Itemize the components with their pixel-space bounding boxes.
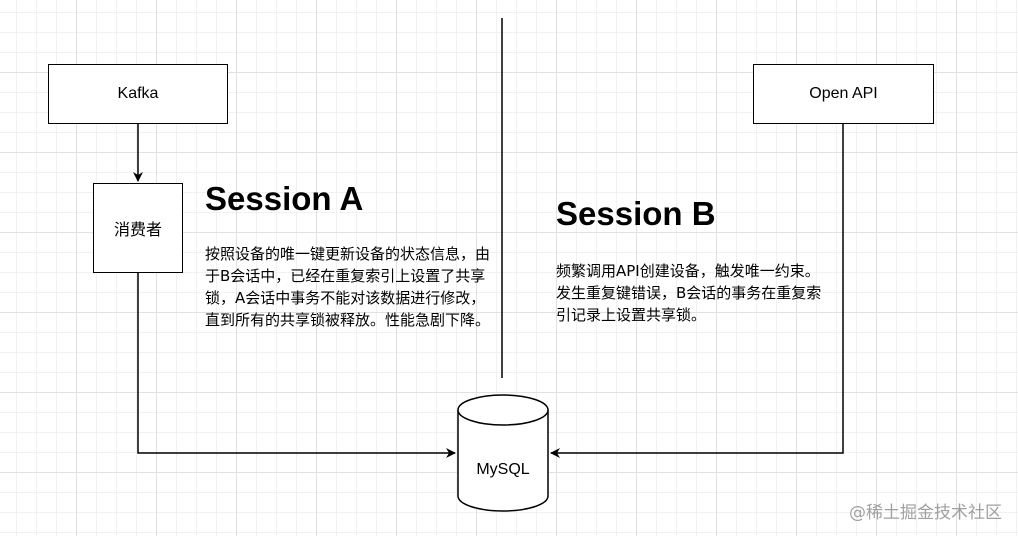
consumer-node: 消费者 xyxy=(93,183,183,273)
open-api-label: Open API xyxy=(809,85,878,102)
arrow-openapi-to-mysql xyxy=(550,124,844,458)
session-a-title: Session A xyxy=(205,180,364,217)
kafka-node: Kafka xyxy=(48,64,228,124)
arrow-consumer-to-mysql xyxy=(137,273,456,458)
open-api-node: Open API xyxy=(753,64,934,124)
kafka-label: Kafka xyxy=(117,85,159,102)
session-b-title: Session B xyxy=(556,195,716,232)
consumer-label: 消费者 xyxy=(113,222,162,239)
session-b-description: 频繁调用API创建设备，触发唯一约束。发生重复键错误，B会话的事务在重复索引记录… xyxy=(556,262,822,324)
session-a-description: 按照设备的唯一键更新设备的状态信息，由于B会话中，已经在重复索引上设置了共享锁，… xyxy=(205,245,491,329)
mysql-cylinder xyxy=(457,394,549,512)
mysql-label: MySQL xyxy=(476,461,530,478)
watermark: @稀土掘金技术社区 xyxy=(849,503,1002,523)
